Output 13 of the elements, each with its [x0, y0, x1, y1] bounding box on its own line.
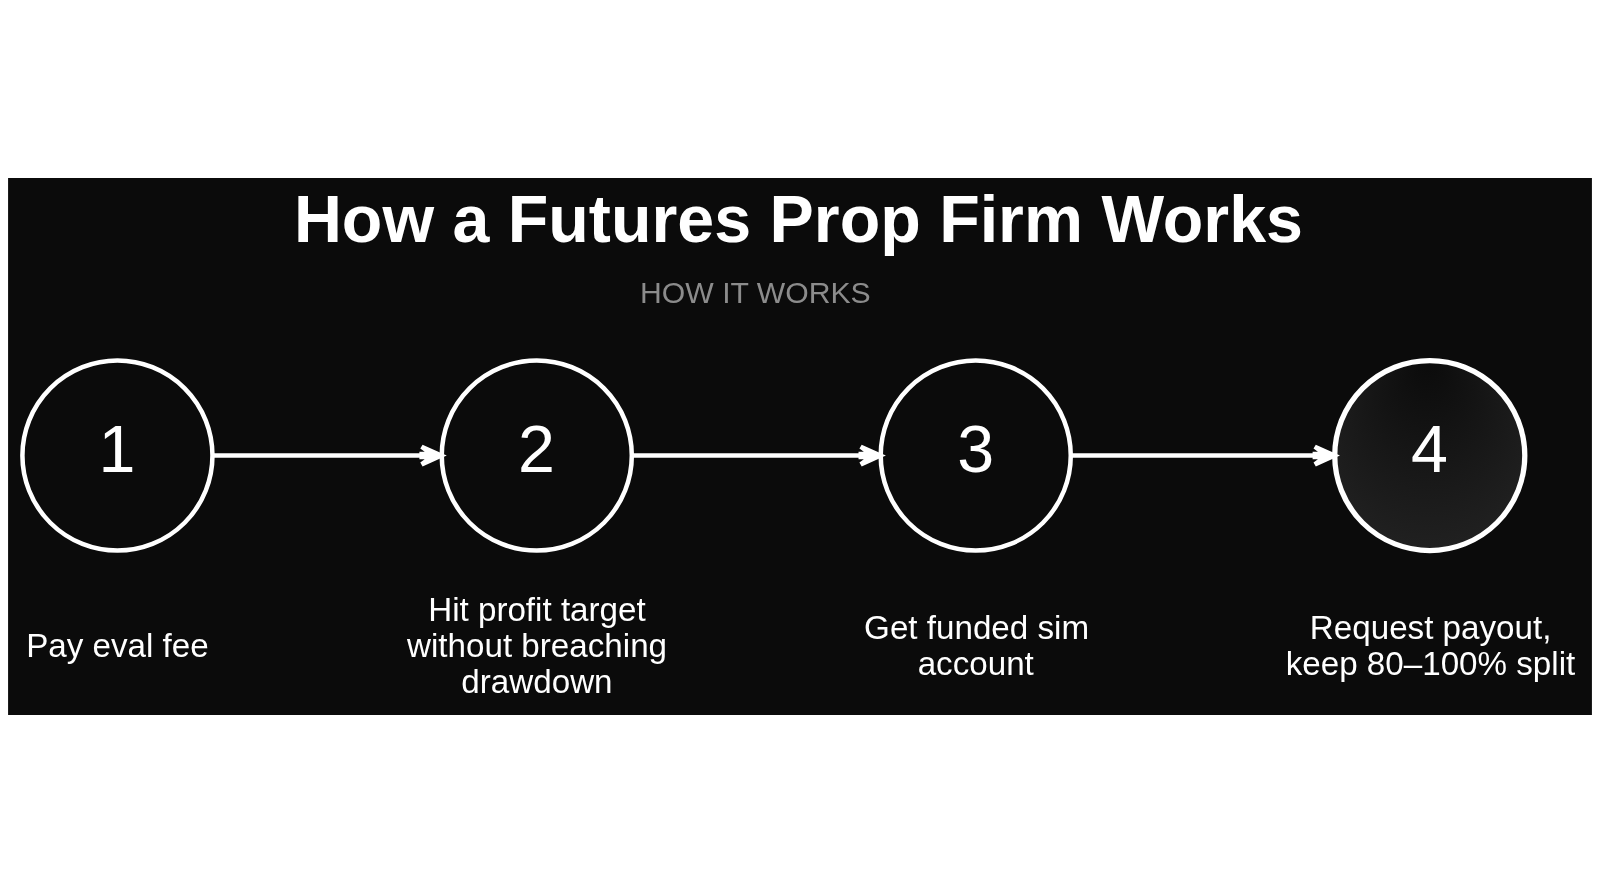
node-circle: 3: [878, 358, 1074, 553]
node-label: Hit profit target without breaching drawdown: [407, 590, 668, 701]
node-circle: 2: [439, 358, 635, 553]
label: HOW IT WORKS: [640, 276, 871, 310]
node-label: Get funded sim account: [864, 608, 1090, 683]
node-label: Pay eval fee: [26, 627, 209, 665]
arrow: [212, 444, 444, 467]
arrow: [631, 444, 883, 467]
node-circle: 1: [20, 358, 215, 553]
node-label: Request payout, keep 80–100% split: [1285, 608, 1576, 683]
node-circle: 4: [1332, 357, 1528, 554]
diagram-title: How a Futures Prop Firm Works: [293, 181, 1303, 256]
arrow: [1071, 444, 1337, 467]
